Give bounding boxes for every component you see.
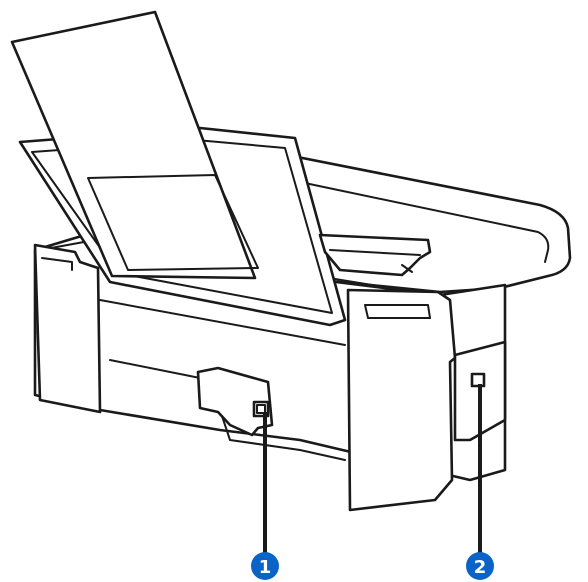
callout-1-label: 1 [259,557,272,578]
right-ink-tank-housing [346,288,457,512]
right-housing-detail [364,304,431,319]
callout-1: 1 [251,552,279,580]
callout-2-label: 2 [474,557,487,578]
paper-support [10,10,257,280]
usb-port-inner [256,404,266,414]
output-tray-edge [329,249,421,273]
callout-1-badge [251,552,279,580]
scanner-lid-edge [299,181,550,263]
callout-2: 2 [466,552,494,580]
left-ink-tank-housing [33,243,102,414]
rear-cover-ridge [99,299,346,346]
left-housing-detail [41,257,73,271]
rear-cover-lower [109,359,346,461]
rear-port-block [196,366,274,437]
paper-support-inner [87,174,259,271]
callout-2-badge [466,552,494,580]
